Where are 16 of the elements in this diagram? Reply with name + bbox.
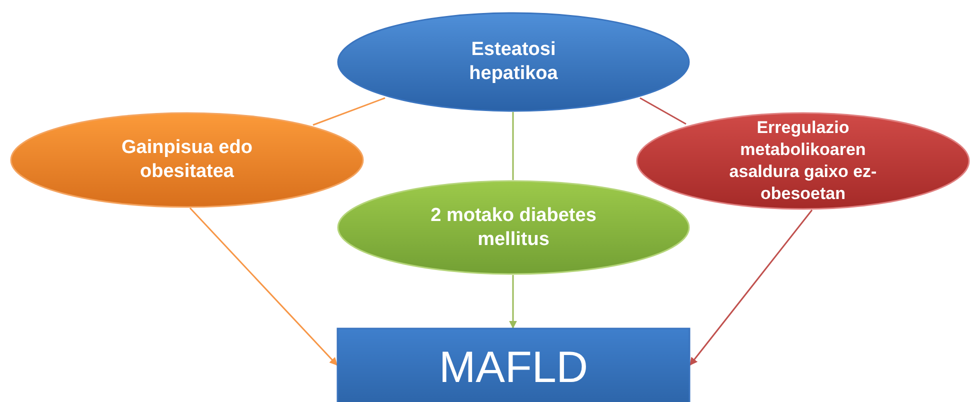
process-box — [337, 328, 690, 402]
arrow — [509, 275, 517, 329]
node-label: Erregulazio metabolikoaren asaldura gaixo ez-obesoetan — [728, 117, 878, 205]
node-label: 2 motako diabetes mellitus — [430, 204, 598, 252]
arrow — [189, 207, 338, 366]
ellipse-node — [337, 180, 690, 275]
ellipse-node — [337, 12, 690, 112]
ellipse-node — [10, 112, 364, 208]
node-label: Gainpisua edo obesitatea — [120, 136, 254, 184]
arrow — [689, 210, 813, 366]
node-label: Esteatosi hepatikoa — [468, 38, 559, 86]
connector-line — [312, 97, 386, 126]
ellipse-node — [636, 112, 970, 210]
box-title: MAFLD — [438, 343, 588, 393]
connector-line — [512, 112, 514, 180]
connector-line — [640, 97, 686, 125]
